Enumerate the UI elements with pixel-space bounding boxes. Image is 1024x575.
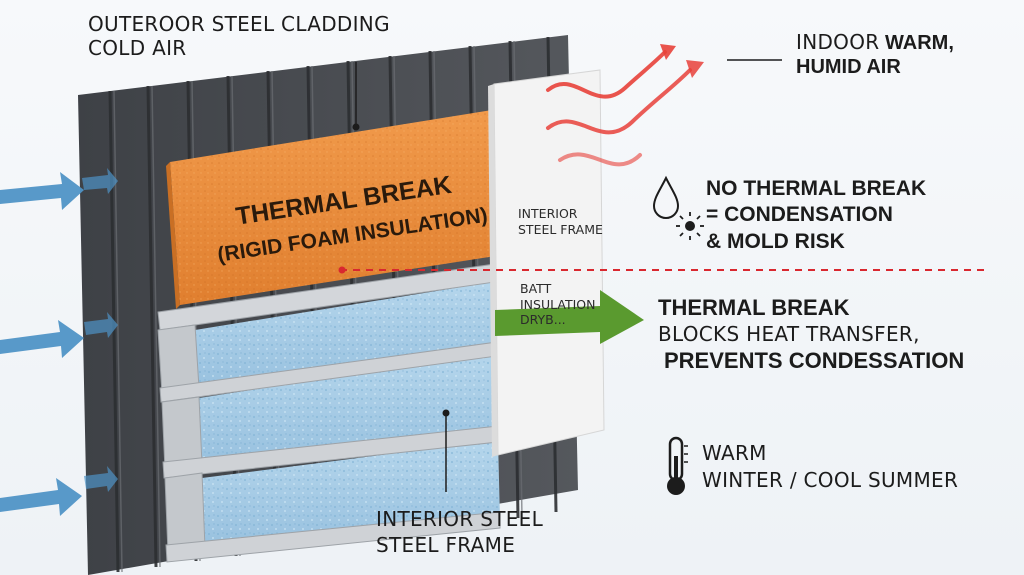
indoor-prefix: INDOOR bbox=[796, 30, 880, 54]
no-break-line2: = CONDENSATION bbox=[706, 203, 893, 227]
exterior-line1: OUTEROOR STEEL CLADDING bbox=[88, 12, 390, 36]
board-frame-line2: STEEL FRAME bbox=[518, 221, 603, 237]
leader-dot-frame bbox=[442, 409, 450, 417]
water-drop-icon bbox=[652, 175, 680, 219]
leader-lines bbox=[355, 59, 782, 492]
frame-line1: INTERIOR STEEL bbox=[376, 507, 544, 531]
board-batt-line1: BATT bbox=[520, 281, 552, 296]
thermal-break-benefit-label: THERMAL BREAK BLOCKS HEAT TRANSFER, PREV… bbox=[658, 294, 964, 374]
board-frame-line1: INTERIOR bbox=[518, 206, 578, 221]
season-line2: WINTER / COOL SUMMER bbox=[702, 468, 959, 492]
break-title: THERMAL BREAK bbox=[658, 295, 850, 320]
thermal-break-arrow-icon bbox=[495, 290, 644, 344]
mold-icon bbox=[676, 212, 704, 240]
rigid-foam-thermal-break bbox=[166, 110, 502, 309]
board-batt-line2: INSULATION bbox=[520, 296, 596, 312]
heat-arrowheads bbox=[660, 44, 704, 78]
leader-dot-foam bbox=[352, 123, 360, 131]
indoor-bold: WARM, bbox=[885, 32, 954, 54]
no-thermal-break-label: NO THERMAL BREAK = CONDENSATION & MOLD R… bbox=[706, 176, 926, 255]
interior-steel-frame bbox=[157, 263, 501, 563]
exterior-line2: COLD AIR bbox=[88, 36, 187, 60]
no-break-line1: NO THERMAL BREAK bbox=[706, 177, 927, 200]
exterior-cladding-label: OUTEROOR STEEL CLADDING COLD AIR bbox=[88, 12, 390, 60]
frame-line2: STEEL FRAME bbox=[376, 533, 516, 557]
indoor-line2: HUMID AIR bbox=[796, 56, 901, 78]
board-frame-label: INTERIOR STEEL FRAME bbox=[518, 206, 603, 237]
season-label: WARM WINTER / COOL SUMMER bbox=[702, 440, 958, 494]
wavy-heat-arrow-icon bbox=[546, 50, 692, 167]
board-batt-label: BATT INSULATION DRYB... bbox=[520, 281, 595, 328]
no-break-line3: & MOLD RISK bbox=[706, 229, 845, 253]
season-line1: WARM bbox=[702, 441, 767, 465]
indoor-air-label: INDOOR WARM, HUMID AIR bbox=[796, 30, 954, 79]
interior-frame-label: INTERIOR STEEL STEEL FRAME bbox=[376, 506, 543, 558]
thermometer-icon bbox=[667, 436, 688, 495]
break-line2: BLOCKS HEAT TRANSFER, bbox=[658, 321, 920, 346]
board-batt-line3: DRYB... bbox=[520, 312, 566, 328]
cold-air-arrow-icon bbox=[0, 168, 118, 516]
break-line3: PREVENTS CONDESSATION bbox=[664, 347, 965, 373]
boundary-marker bbox=[338, 266, 346, 274]
